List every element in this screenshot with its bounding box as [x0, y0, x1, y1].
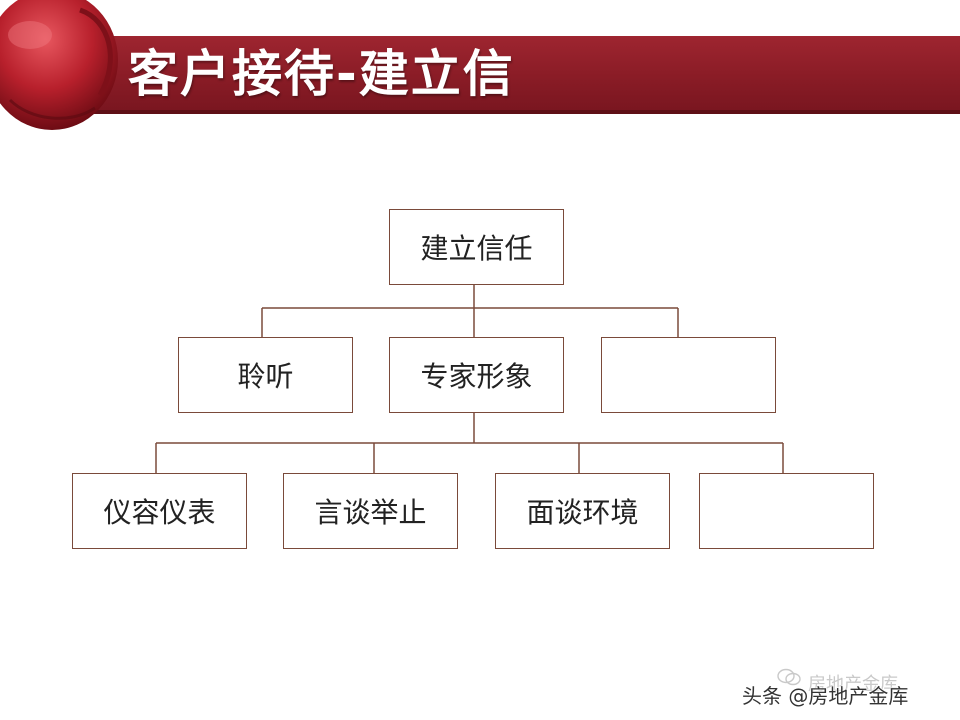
watermark: 房地产金库 头条 @房地产金库 — [742, 668, 952, 710]
node-level1-2: 专家形象 — [389, 337, 564, 413]
node-level2-2: 言谈举止 — [283, 473, 458, 549]
wechat-icon — [777, 668, 801, 686]
node-level2-1: 仪容仪表 — [72, 473, 247, 549]
title-banner — [60, 36, 960, 114]
node-level2-4 — [699, 473, 874, 549]
node-level1-1: 聆听 — [178, 337, 353, 413]
watermark-ghost-text: 房地产金库 — [808, 674, 898, 695]
node-level1-3 — [601, 337, 776, 413]
boxing-glove-icon — [0, 0, 118, 130]
node-level2-3: 面谈环境 — [495, 473, 670, 549]
node-root: 建立信任 — [389, 209, 564, 285]
page-title: 客户接待-建立信 — [128, 45, 515, 103]
watermark-text: 头条 @房地产金库 — [742, 684, 909, 708]
